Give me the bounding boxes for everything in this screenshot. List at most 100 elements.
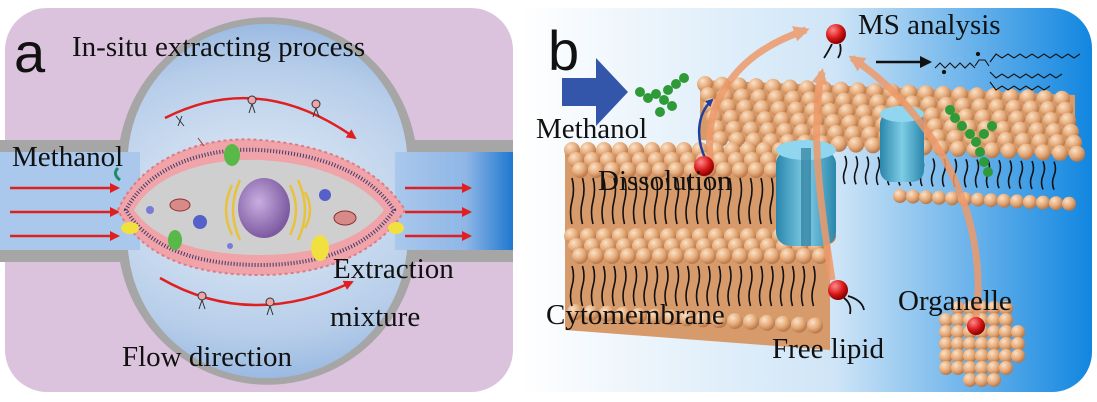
extraction-label-line1: Extraction: [333, 253, 454, 285]
lipid-bead: [620, 248, 636, 264]
lipid-bead: [987, 337, 1001, 351]
flow-direction-label: Flow direction: [122, 341, 292, 373]
lipid-bead: [919, 190, 933, 205]
vesicle-1: [193, 215, 207, 229]
cell-membrane-bilayer: [123, 147, 397, 268]
outflow-arrows: [405, 183, 472, 241]
lipid-bead: [984, 142, 1000, 159]
lipid-bead: [987, 301, 1001, 315]
lipid-bead: [1011, 337, 1025, 351]
lipid-bead: [1062, 196, 1076, 211]
lipid-bead: [939, 337, 953, 351]
lipid-bead: [1023, 195, 1037, 209]
extraction-label-line2: mixture: [330, 301, 420, 333]
lipid-bead: [987, 361, 1001, 375]
methanol-label-a: Methanol: [12, 141, 123, 173]
lipid-bead: [939, 325, 953, 339]
lipid-bead: [1036, 195, 1050, 210]
lipid-bead: [631, 307, 647, 324]
lipid-bead: [865, 137, 881, 154]
lipid-bead: [1035, 144, 1051, 161]
lipid-bead: [963, 337, 977, 351]
methanol-arrow: [562, 58, 628, 126]
lipid-bead: [588, 162, 604, 178]
lipid-bead: [975, 349, 989, 363]
lipid-bead: [939, 361, 953, 375]
glycan-right: [945, 105, 997, 177]
membrane-protein-yellow-left: [121, 222, 139, 234]
flow-arrow-top: [164, 96, 357, 140]
lipid-bead: [572, 162, 588, 178]
lipid-bead: [945, 191, 959, 206]
lipid-ms: [823, 24, 846, 59]
organelle-label: Organelle: [898, 285, 1012, 317]
lipid-bead: [951, 337, 965, 351]
endoplasmic-reticulum: [224, 179, 312, 241]
mitochondrion-left: [169, 198, 191, 212]
lipid-bead: [732, 248, 748, 264]
lipid-bead: [1052, 145, 1068, 161]
panel-b: b MS analysis Methanol Dissolution Cytom…: [520, 8, 1092, 392]
lipid-bead: [599, 305, 615, 322]
lipid-bead: [567, 304, 583, 320]
lipid-bead: [1018, 143, 1034, 160]
lipid-bead: [963, 373, 977, 387]
lipid-bead: [700, 248, 716, 264]
vesicle-4: [227, 243, 233, 249]
lipid-bead: [951, 325, 965, 339]
panel-a: a In-situ extracting process Methanol Ex…: [0, 8, 513, 392]
ms-analysis-label: MS analysis: [858, 9, 1001, 41]
lipid-dissolution: [694, 156, 714, 176]
lipid-free: [828, 280, 865, 315]
lipid-bead: [999, 361, 1013, 375]
lipid-bead: [999, 349, 1013, 363]
lipid-bead: [1001, 142, 1017, 159]
lipid-bead: [668, 248, 684, 264]
dissolution-label: Dissolution: [598, 165, 732, 197]
lipid-bead: [939, 349, 953, 363]
lipid-bead: [663, 309, 679, 326]
lipid-bead: [764, 248, 780, 264]
lipid-bead: [987, 373, 1001, 387]
vesicle-2: [319, 189, 331, 201]
lipid-bead: [951, 301, 965, 315]
dissolution-arrow: [697, 98, 714, 161]
lipid-bead: [679, 310, 695, 327]
lipid-bead: [695, 311, 711, 328]
lipid-bead: [812, 248, 828, 264]
lipid-bead: [732, 162, 748, 178]
lipid-bead: [987, 313, 1001, 327]
lipid-structure-drawing: [934, 51, 1081, 91]
lipid-bead: [963, 349, 977, 363]
membrane-glycan: [113, 166, 121, 182]
lipid-bead: [807, 317, 823, 334]
lipid-bead: [636, 162, 652, 178]
lipid-bead: [999, 313, 1013, 327]
lipid-bead: [1069, 145, 1085, 162]
lipid-bead: [1010, 194, 1024, 209]
lipid-organelle: [967, 317, 985, 335]
lipid-bead: [684, 248, 700, 264]
lipid-bead: [971, 192, 985, 207]
lipid-bead: [604, 162, 620, 178]
cell: [113, 138, 407, 277]
mitochondrion-right: [333, 210, 357, 226]
lipid-bead: [647, 308, 663, 325]
lipid-bead: [775, 315, 791, 332]
lipid-bead: [748, 248, 764, 264]
membrane-protein-green-bottom: [168, 230, 182, 250]
glycan-left: [635, 73, 689, 117]
lipid-bead: [951, 361, 965, 375]
lipid-bead: [652, 162, 668, 178]
lipid-bead: [759, 314, 775, 331]
membrane-protein-green-top: [224, 144, 240, 166]
lipid-bead: [893, 189, 907, 203]
lipid-bead: [615, 306, 631, 323]
lipid-bead: [780, 248, 796, 264]
nucleus: [238, 178, 290, 238]
lipid-bead: [588, 248, 604, 264]
lipid-bead: [939, 313, 953, 327]
panel-a-title: In-situ extracting process: [72, 31, 365, 63]
membrane-protein-yellow-right: [311, 235, 329, 261]
